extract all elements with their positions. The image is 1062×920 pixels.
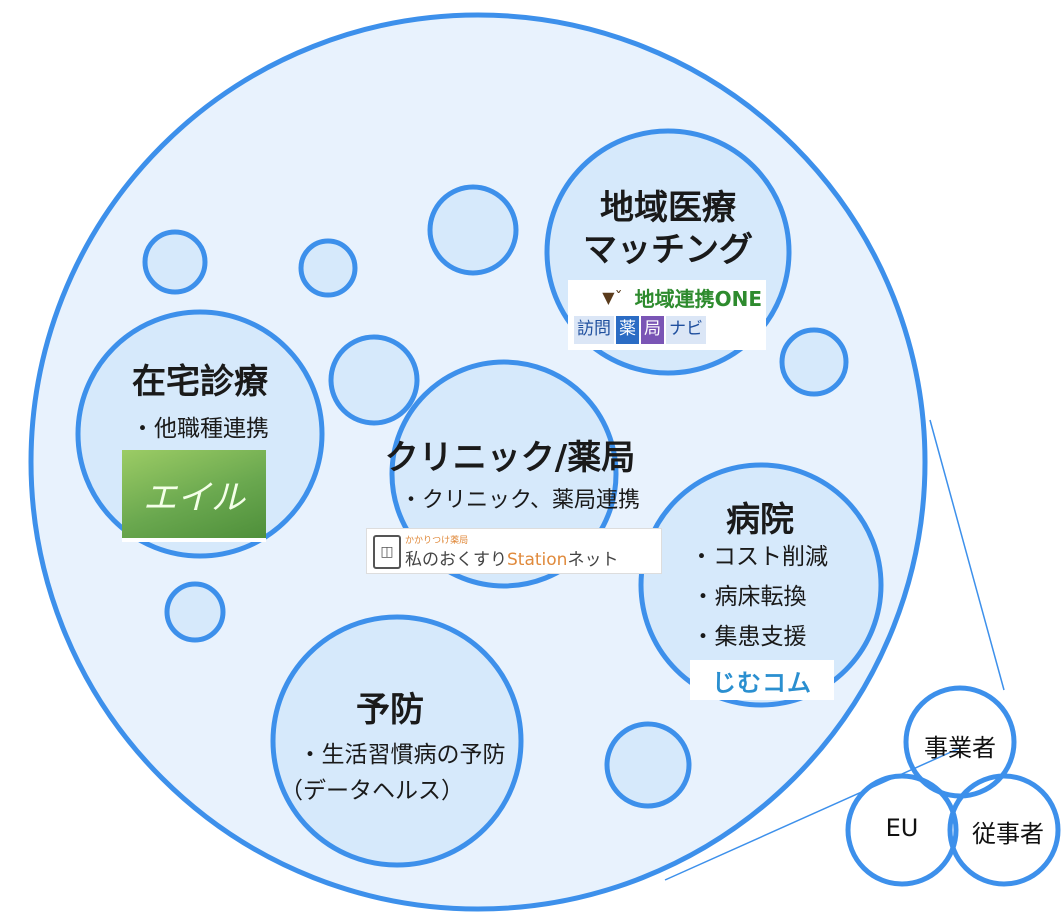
hospital-item: ・病床転換 [691, 584, 807, 610]
navi-logo-part: 局 [641, 316, 664, 344]
navi-logo-part: ナビ [666, 316, 706, 344]
clinic-subtitle: ・クリニック、薬局連携 [399, 488, 641, 513]
bubble-hospital [638, 462, 884, 708]
yobou-line1: ・生活習慣病の予防 [298, 742, 506, 768]
book-icon: ◫ [373, 535, 401, 569]
station-logo-small: かかりつけ薬局 [405, 536, 469, 546]
station-logo-station: Station [507, 550, 568, 570]
dog-icon: ▼ˇ [602, 287, 623, 307]
zaitaku-title: 在宅診療 [132, 362, 268, 402]
hospital-item: ・コスト削減 [690, 544, 828, 570]
zaitaku-subtitle: ・他職種連携 [131, 416, 269, 442]
chiiki-title-line1: 地域医療 [600, 188, 736, 228]
venn-label-eu: EU [885, 814, 919, 842]
station-logo-main-text: 私のおくすり [405, 550, 507, 570]
empty-bubble [164, 581, 226, 643]
empty-bubble [427, 184, 519, 276]
yobou-line2: （データヘルス） [280, 778, 464, 804]
hospital-title: 病院 [726, 500, 794, 540]
empty-bubble [298, 238, 358, 298]
eil-logo: エイル [122, 450, 266, 542]
houmon-yakkyoku-navi-logo: 訪問 薬 局 ナビ [574, 316, 706, 344]
empty-bubble [328, 334, 420, 426]
venn-circle-right [947, 773, 1061, 887]
connector-line-lower [664, 747, 961, 881]
empty-bubble [779, 327, 849, 397]
navi-logo-part: 訪問 [574, 316, 614, 344]
connector-line-upper [929, 419, 1005, 691]
navi-logo-part: 薬 [616, 316, 639, 344]
station-logo-main: 私のおくすりStationネット [405, 545, 618, 570]
chiiki-renkei-logo: ▼ˇ 地域連携ONE 訪問 薬 局 ナビ [568, 280, 766, 350]
empty-bubble [604, 721, 692, 809]
yobou-title: 予防 [356, 690, 424, 730]
venn-circle-left [845, 773, 959, 887]
bubble-yobou [270, 614, 524, 868]
okusuri-station-logo: ◫ かかりつけ薬局 私のおくすりStationネット [366, 528, 662, 574]
hospital-item: ・集患支援 [691, 624, 807, 650]
venn-label-juujisha: 従事者 [972, 820, 1044, 848]
chiiki-title-line2: マッチング [583, 230, 753, 270]
clinic-title: クリニック/薬局 [384, 438, 636, 478]
empty-bubble [142, 229, 208, 295]
station-logo-suffix: ネット [567, 550, 619, 570]
venn-label-jigyosha: 事業者 [924, 734, 996, 762]
chiiki-logo-text: 地域連携ONE [634, 286, 762, 311]
jimucom-logo: じむコム [690, 660, 834, 700]
